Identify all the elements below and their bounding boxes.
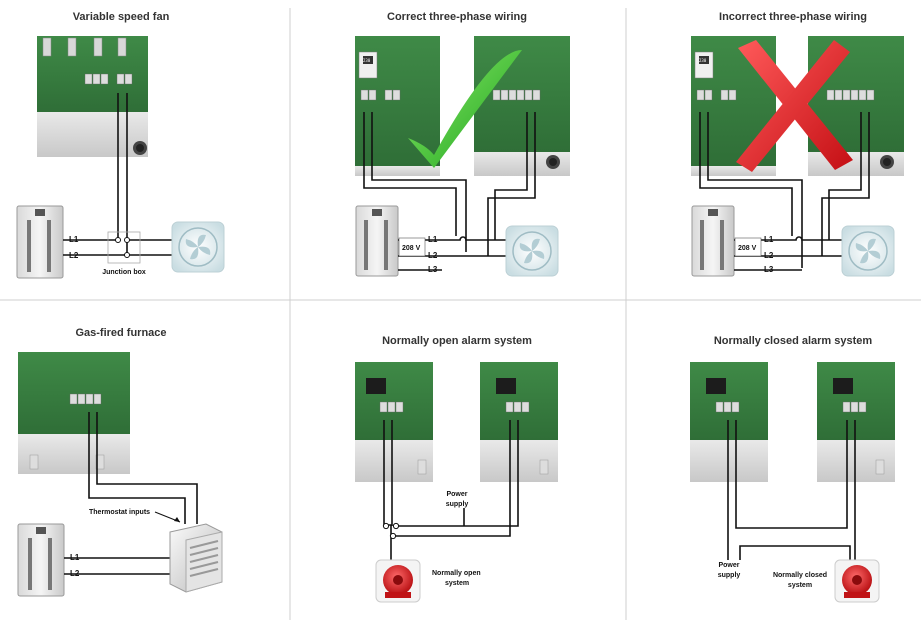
panel-title: Normally closed alarm system (714, 335, 873, 347)
fuse-label: 230 (699, 58, 707, 63)
furnace-icon (169, 523, 223, 593)
wire (396, 420, 519, 527)
label-power: Power (718, 562, 739, 569)
panel-title: Normally open alarm system (382, 335, 532, 347)
wire (707, 112, 803, 268)
label-supply: supply (446, 501, 469, 508)
wire-l1 (734, 236, 842, 241)
wire (699, 112, 793, 236)
wire (371, 112, 467, 252)
label-junction-box: Junction box (102, 269, 146, 276)
label-l1: L1 (428, 235, 438, 244)
wire (739, 545, 851, 566)
control-board-right (817, 362, 895, 482)
alarm-bell-icon (375, 559, 421, 603)
label-l2: L2 (428, 251, 438, 260)
panel-title: Correct three-phase wiring (387, 11, 527, 23)
wire (487, 112, 536, 256)
control-board-left: 230 (355, 36, 440, 176)
label-voltage: 208 V (402, 245, 421, 252)
label-alarm-type: Normally closed (773, 572, 827, 579)
wire (828, 112, 862, 240)
wire (96, 412, 198, 524)
control-board-right (474, 36, 570, 176)
wire (363, 112, 457, 236)
label-l1: L1 (70, 553, 80, 562)
checkmark-icon (408, 50, 522, 168)
panel-title: Variable speed fan (73, 11, 170, 23)
label-voltage: 208 V (738, 245, 757, 252)
voltage-box (398, 237, 426, 257)
wire (821, 112, 870, 256)
label-power: Power (446, 491, 467, 498)
panel-title: Gas-fired furnace (75, 327, 166, 339)
wire (392, 420, 511, 537)
label-l2: L2 (69, 251, 79, 260)
panel-normally-closed-alarm: Normally closed alarm system Power suppl… (690, 335, 895, 603)
control-board (37, 36, 148, 157)
x-mark-icon (736, 40, 853, 172)
fuse-label: 230 (363, 58, 371, 63)
panel-correct-three-phase: Correct three-phase wiring 230 (355, 11, 570, 277)
fan-icon (505, 225, 559, 277)
breaker-panel (355, 205, 399, 277)
breaker-panel (691, 205, 735, 277)
alarm-bell-icon (834, 559, 880, 603)
control-board-left (355, 362, 433, 482)
fan-icon (171, 221, 225, 273)
label-l1: L1 (69, 235, 79, 244)
panel-variable-speed-fan: Variable speed fan L1 (16, 11, 225, 279)
label-l3: L3 (764, 265, 774, 274)
label-supply: supply (718, 572, 741, 579)
panel-incorrect-three-phase: Incorrect three-phase wiring 230 (691, 11, 904, 277)
breaker-panel (16, 205, 64, 279)
control-board-left (690, 362, 768, 482)
control-board (18, 352, 130, 474)
label-alarm-system: system (788, 582, 812, 589)
label-l1: L1 (764, 235, 774, 244)
label-alarm-system: system (445, 580, 469, 587)
label-l2: L2 (70, 569, 80, 578)
breaker-panel (17, 523, 65, 597)
panel-title: Incorrect three-phase wiring (719, 11, 867, 23)
panel-gas-fired-furnace: Gas-fired furnace Thermostat inputs L1 L… (17, 327, 223, 597)
label-thermostat-inputs: Thermostat inputs (89, 509, 150, 516)
wire (494, 112, 528, 240)
junction-box (107, 231, 141, 264)
voltage-box (734, 237, 762, 257)
fan-icon (841, 225, 895, 277)
label-alarm-type: Normally open (432, 570, 481, 577)
panel-normally-open-alarm: Normally open alarm system Power supply … (355, 335, 558, 603)
control-board-right (480, 362, 558, 482)
label-l2: L2 (764, 251, 774, 260)
wire-l1 (398, 236, 506, 241)
wire (88, 412, 186, 524)
label-l3: L3 (428, 265, 438, 274)
wire (735, 420, 848, 529)
